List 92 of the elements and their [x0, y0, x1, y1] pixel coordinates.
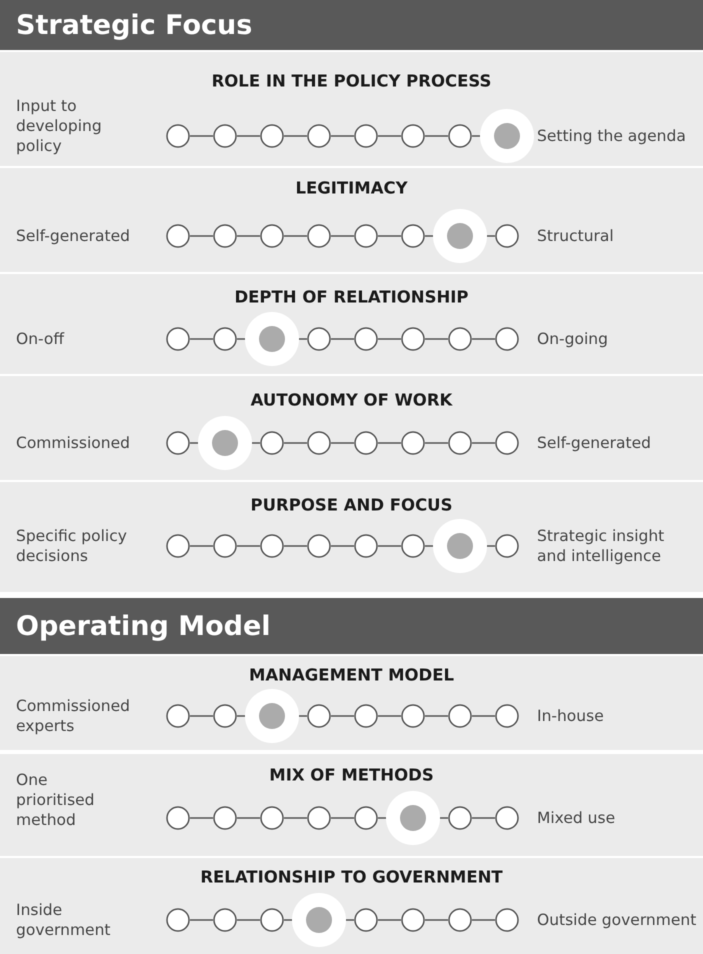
scale-title: PURPOSE AND FOCUS: [250, 496, 452, 514]
connector-line: [378, 135, 401, 137]
connector-line: [237, 338, 245, 340]
scale-right-label: Self-generated: [537, 432, 651, 454]
connector-line: [284, 545, 307, 547]
section-heading: Strategic Focus: [0, 0, 703, 50]
connector-line: [284, 919, 292, 921]
connector-line: [487, 545, 495, 547]
scale-left-label: Self-generated: [16, 226, 130, 246]
scale-row: [0, 754, 703, 856]
scale-right-label: On-going: [537, 328, 608, 350]
connector-line: [190, 817, 213, 819]
connector-line: [472, 135, 480, 137]
connector-line: [378, 715, 401, 717]
connector-line: [252, 442, 260, 444]
scale-row: [0, 482, 703, 592]
connector-line: [472, 715, 495, 717]
connector-line: [378, 338, 401, 340]
connector-line: [378, 545, 401, 547]
scale-title: DEPTH OF RELATIONSHIP: [234, 288, 469, 306]
connector-line: [346, 919, 354, 921]
scale-row: [0, 168, 703, 272]
connector-line: [284, 817, 307, 819]
scale-title: AUTONOMY OF WORK: [250, 390, 452, 410]
connector-line: [237, 235, 260, 237]
connector-line: [331, 817, 354, 819]
connector-line: [237, 919, 260, 921]
scale-title: LEGITIMACY: [295, 178, 408, 198]
connector-line: [331, 715, 354, 717]
section-heading: Operating Model: [0, 598, 703, 654]
scale-left-label: Commissioned: [16, 432, 130, 454]
scale-row: [0, 656, 703, 750]
connector-line: [472, 442, 495, 444]
scale-right-label: Outside government: [537, 910, 696, 930]
scale-row: [0, 52, 703, 166]
scale-left-label: One prioritised method: [16, 770, 96, 830]
connector-line: [331, 442, 354, 444]
scale-title: RELATIONSHIP TO GOVERNMENT: [200, 868, 503, 886]
connector-line: [237, 817, 260, 819]
connector-line: [440, 817, 448, 819]
scale-left-label: Inside government: [16, 900, 112, 940]
connector-line: [425, 235, 433, 237]
connector-line: [284, 135, 307, 137]
connector-line: [237, 715, 245, 717]
connector-line: [425, 715, 448, 717]
connector-line: [425, 442, 448, 444]
connector-line: [487, 235, 495, 237]
scale-title: ROLE IN THE POLICY PROCESS: [212, 72, 492, 90]
connector-line: [237, 135, 260, 137]
scale-row: [0, 376, 703, 480]
connector-line: [378, 235, 401, 237]
connector-line: [331, 338, 354, 340]
scale-title: MANAGEMENT MODEL: [248, 666, 454, 684]
connector-line: [331, 135, 354, 137]
connector-line: [284, 442, 307, 444]
connector-line: [425, 338, 448, 340]
section-panel: [0, 598, 703, 954]
connector-line: [425, 545, 433, 547]
scale-left-label: Commissioned experts: [16, 696, 131, 736]
connector-line: [425, 919, 448, 921]
connector-line: [331, 545, 354, 547]
connector-line: [190, 715, 213, 717]
connector-line: [190, 235, 213, 237]
scale-left-label: Specific policy decisions: [16, 526, 128, 566]
scale-right-label: Mixed use: [537, 808, 616, 828]
scale-right-label: Setting the agenda: [537, 126, 686, 146]
connector-line: [378, 442, 401, 444]
section-panel: [0, 0, 703, 594]
connector-line: [284, 235, 307, 237]
connector-line: [378, 817, 386, 819]
connector-line: [190, 135, 213, 137]
connector-line: [378, 919, 401, 921]
scale-left-label: Input to developing policy: [16, 96, 103, 156]
connector-line: [190, 442, 198, 444]
scale-row: [0, 274, 703, 374]
scale-right-label: In-house: [537, 706, 604, 726]
connector-line: [472, 338, 495, 340]
connector-line: [190, 919, 213, 921]
connector-line: [190, 338, 213, 340]
scale-right-label: Strategic insight and intelligence: [537, 526, 666, 566]
scale-row: [0, 858, 703, 954]
connector-line: [237, 545, 260, 547]
scale-right-label: Structural: [537, 226, 614, 246]
connector-line: [299, 715, 307, 717]
connector-line: [190, 545, 213, 547]
connector-line: [472, 919, 495, 921]
scale-left-label: On-off: [16, 328, 64, 350]
scale-title: MIX OF METHODS: [269, 766, 434, 784]
connector-line: [299, 338, 307, 340]
connector-line: [472, 817, 495, 819]
connector-line: [331, 235, 354, 237]
connector-line: [425, 135, 448, 137]
